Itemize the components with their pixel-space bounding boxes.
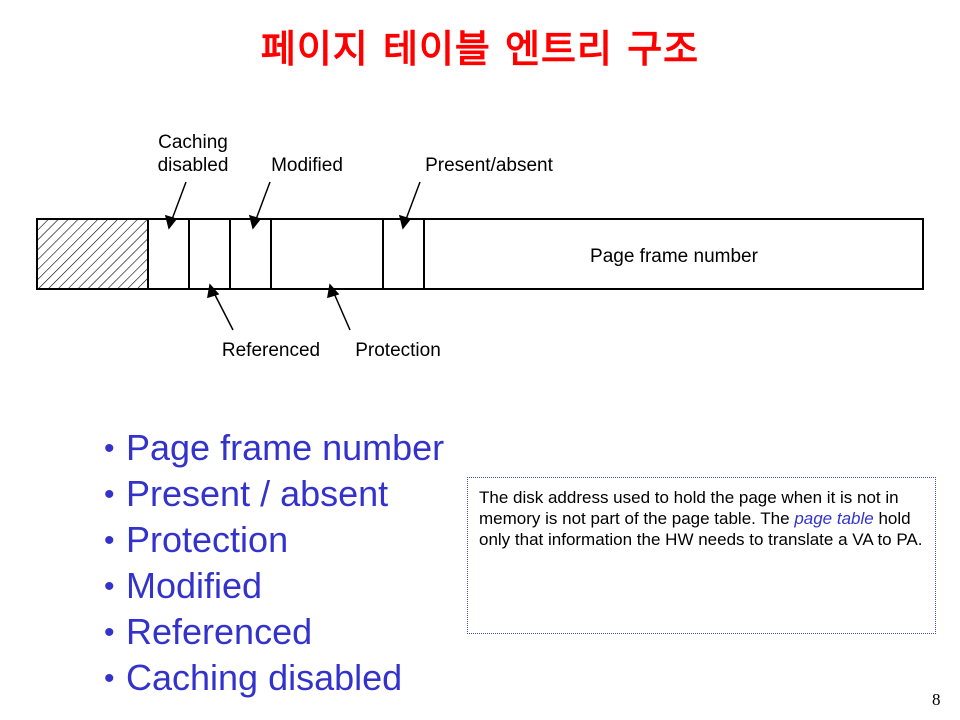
label-present-absent: Present/absent [425,155,554,176]
bullet-item: • Modified [104,563,444,609]
bullet-item: • Protection [104,517,444,563]
note-text-after: hold only that information the HW needs … [479,509,923,549]
label-modified: Modified [271,155,343,176]
bullet-text: Page frame number [126,427,445,468]
arrow-caching-disabled [164,181,187,230]
bullet-text: Present / absent [126,473,389,514]
bullet-item: • Page frame number [104,425,444,471]
label-page-frame-number: Page frame number [590,246,759,267]
entry-outline [36,218,924,290]
note-box: The disk address used to hold the page w… [467,477,936,634]
note-emphasis: page table [794,509,874,528]
bullet-symbol: • [104,432,115,465]
bullet-text: Referenced [126,611,313,652]
bullet-symbol: • [104,570,115,603]
label-protection: Protection [355,340,441,361]
page-number: 8 [932,690,941,709]
note-text-before: The disk address used to hold the page w… [479,488,899,528]
arrow-modified [248,181,271,230]
bullet-symbol: • [104,616,115,649]
label-caching-line1: Caching [158,132,228,153]
bullet-text: Protection [126,519,289,560]
arrow-present-absent [398,181,421,230]
page-table-entry-diagram: Caching disabled Modified Present/absent… [36,132,924,361]
arrow-protection [327,283,351,331]
bullet-symbol: • [104,524,115,557]
bullet-item: • Present / absent [104,471,444,517]
bullet-symbol: • [104,662,115,695]
bullet-item: • Caching disabled [104,655,444,701]
bullet-list: • Page frame number • Present / absent • Pr… [104,425,444,701]
label-caching-line2: disabled [158,155,229,176]
label-referenced: Referenced [222,340,320,361]
bullet-text: Modified [126,565,263,606]
bullet-text: Caching disabled [126,657,403,698]
unused-field [37,219,148,289]
arrow-referenced [207,283,234,331]
bullet-item: • Referenced [104,609,444,655]
bullet-symbol: • [104,478,115,511]
slide-title: 페이지 테이블 엔트리 구조 [260,27,700,71]
